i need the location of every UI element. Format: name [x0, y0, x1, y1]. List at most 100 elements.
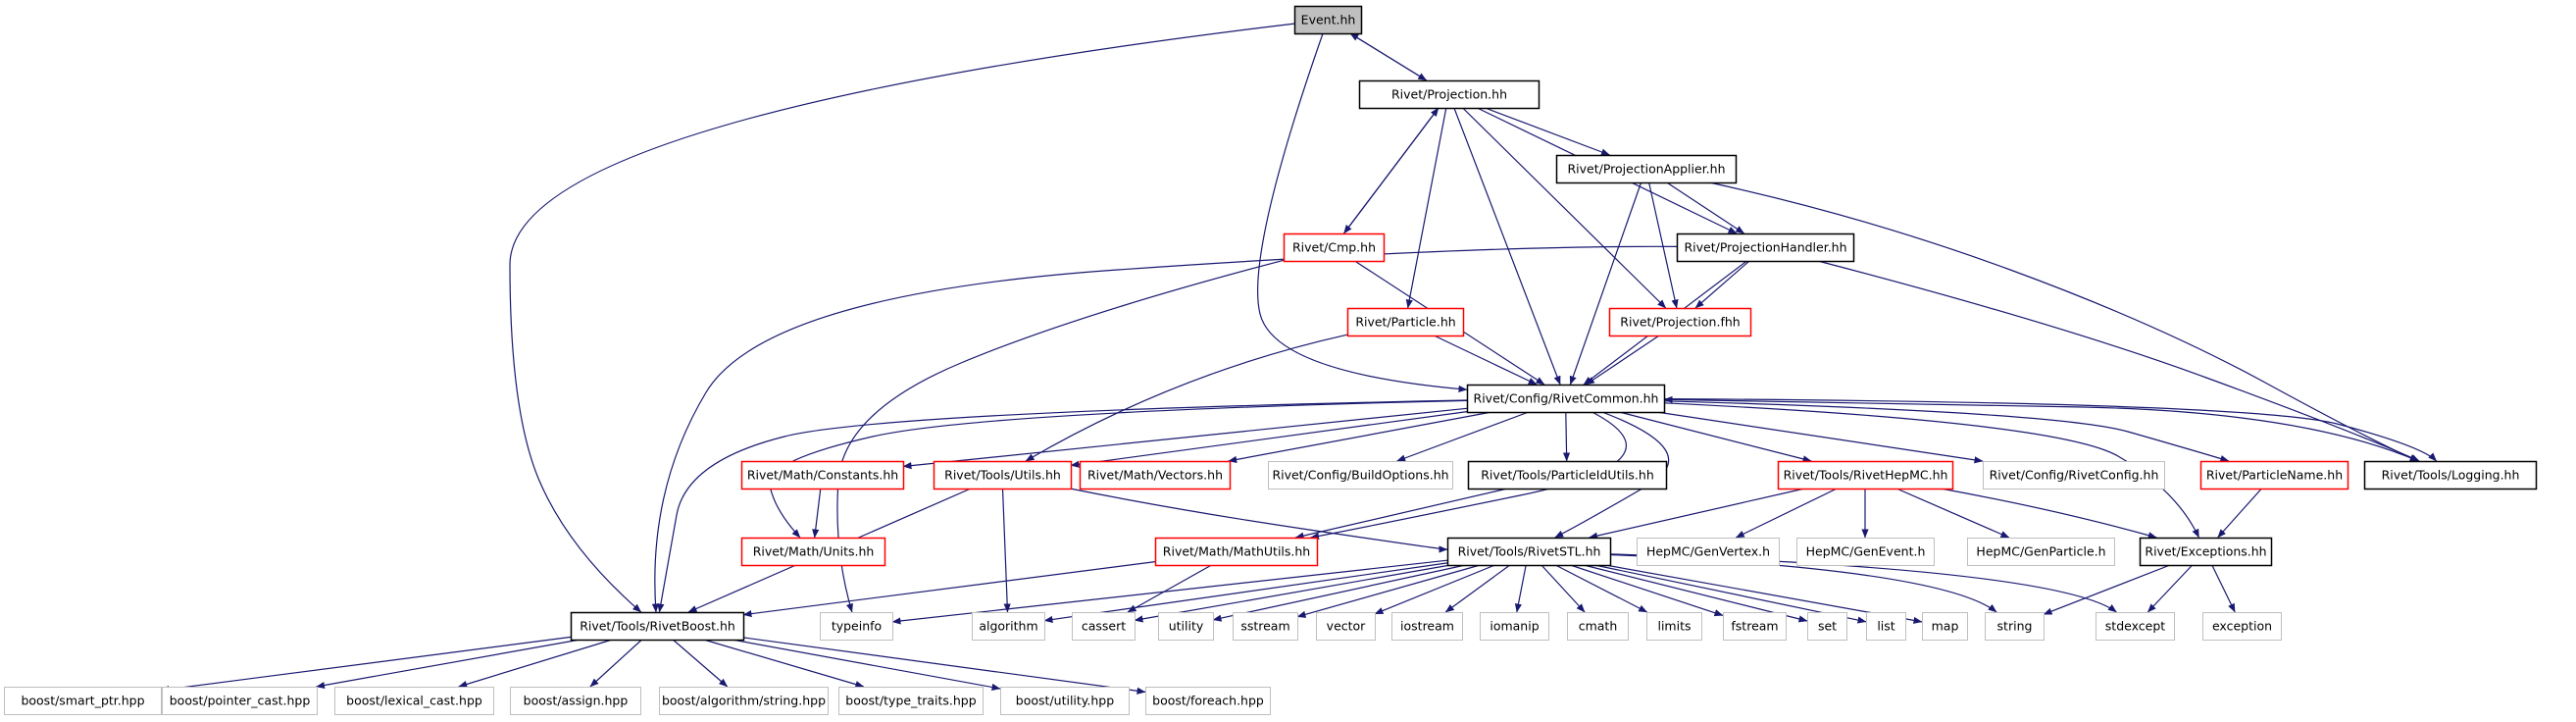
node-label-fstream: fstream [1731, 619, 1778, 634]
edge-event_hh-to-rivetcommon_hh [1257, 32, 1468, 393]
edge-rivetstl_hh-to-fstream [1570, 564, 1724, 617]
node-cmp_hh[interactable]: Rivet/Cmp.hh [1283, 232, 1386, 263]
node-iomanip[interactable]: iomanip [1480, 612, 1549, 641]
edge-mathutils_hh-to-rivetboost_hh [742, 561, 1156, 618]
node-assign[interactable]: boost/assign.hpp [510, 687, 641, 715]
node-particle_hh[interactable]: Rivet/Particle.hh [1346, 307, 1465, 337]
edge-rivetcommon_hh-to-buildoptions_hh [1396, 411, 1530, 462]
node-rivetcommon_hh[interactable]: Rivet/Config/RivetCommon.hh [1466, 384, 1666, 414]
node-utility[interactable]: utility [1158, 612, 1214, 641]
node-box-type_traits [838, 687, 984, 715]
node-cassert[interactable]: cassert [1072, 612, 1136, 641]
node-label-cassert: cassert [1082, 619, 1126, 634]
node-utils_hh[interactable]: Rivet/Tools/Utils.hh [933, 460, 1073, 490]
node-smart_ptr[interactable]: boost/smart_ptr.hpp [4, 687, 162, 715]
node-box-cassert [1072, 612, 1136, 641]
edge-projection_hh-to-projectionapplier_hh [1485, 107, 1610, 156]
node-pointer_cast[interactable]: boost/pointer_cast.hpp [162, 687, 318, 715]
edge-particle_hh-to-utils_hh [1025, 334, 1348, 462]
edge-rivetcommon_hh-to-rivethepmc_hh [1619, 411, 1812, 463]
node-particlename_hh[interactable]: Rivet/ParticleName.hh [2199, 460, 2349, 490]
node-stdexcept[interactable]: stdexcept [2096, 612, 2175, 641]
node-genparticle_h[interactable]: HepMC/GenParticle.h [1967, 538, 2115, 566]
node-rivetboost_hh[interactable]: Rivet/Tools/RivetBoost.hh [570, 611, 745, 642]
node-algo_string[interactable]: boost/algorithm/string.hpp [659, 687, 829, 715]
node-boost_utility[interactable]: boost/utility.hpp [1000, 687, 1130, 715]
node-particleidutils_hh[interactable]: Rivet/Tools/ParticleIdUtils.hh [1467, 460, 1668, 490]
edge-particle_hh-to-rivetcommon_hh [1434, 335, 1538, 386]
node-event_hh[interactable]: Event.hh [1293, 5, 1363, 35]
node-box-stdexcept [2096, 612, 2175, 641]
node-label-particlename_hh: Rivet/ParticleName.hh [2206, 468, 2343, 483]
node-buildoptions_hh[interactable]: Rivet/Config/BuildOptions.hh [1268, 461, 1453, 490]
node-label-exceptions_hh: Rivet/Exceptions.hh [2145, 544, 2266, 559]
node-typeinfo[interactable]: typeinfo [820, 612, 893, 641]
node-box-set [1807, 612, 1847, 641]
node-limits[interactable]: limits [1646, 612, 1702, 641]
node-box-vectors_hh [1079, 460, 1232, 490]
node-iostream[interactable]: iostream [1391, 612, 1463, 641]
node-constants_hh[interactable]: Rivet/Math/Constants.hh [740, 460, 905, 490]
node-box-exceptions_hh [2139, 537, 2273, 567]
node-genevent_h[interactable]: HepMC/GenEvent.h [1796, 538, 1935, 566]
node-genvertex_h[interactable]: HepMC/GenVertex.h [1637, 538, 1780, 566]
node-lexical_cast[interactable]: boost/lexical_cast.hpp [334, 687, 494, 715]
edge-logging_hh-to-rivetcommon_hh [1663, 395, 2419, 462]
node-label-projection_hh: Rivet/Projection.hh [1391, 87, 1507, 102]
node-label-vectors_hh: Rivet/Math/Vectors.hh [1087, 468, 1223, 483]
edge-exceptions_hh-to-stdexcept [2147, 564, 2194, 613]
node-exceptions_hh[interactable]: Rivet/Exceptions.hh [2139, 537, 2273, 567]
node-string[interactable]: string [1985, 612, 2045, 641]
edge-rivetboost_hh-to-foreach [742, 637, 1146, 695]
nodes-layer: Event.hhRivet/Projection.hhRivet/Project… [4, 5, 2538, 715]
node-rivetconfig_hh[interactable]: Rivet/Config/RivetConfig.hh [1983, 461, 2165, 490]
node-label-type_traits: boost/type_traits.hpp [845, 694, 976, 708]
node-fstream[interactable]: fstream [1723, 612, 1787, 641]
node-logging_hh[interactable]: Rivet/Tools/Logging.hh [2363, 460, 2538, 490]
node-label-projectionapplier_hh: Rivet/ProjectionApplier.hh [1567, 162, 1725, 177]
node-projectionhandler_hh[interactable]: Rivet/ProjectionHandler.hh [1676, 232, 1855, 263]
node-rivethepmc_hh[interactable]: Rivet/Tools/RivetHepMC.hh [1777, 460, 1954, 490]
node-mathutils_hh[interactable]: Rivet/Math/MathUtils.hh [1154, 537, 1319, 567]
edge-rivetstl_hh-to-vector [1374, 564, 1495, 615]
node-label-iostream: iostream [1400, 619, 1454, 634]
edge-projection_hh-to-event_hh [1349, 32, 1428, 81]
node-label-rivetconfig_hh: Rivet/Config/RivetConfig.hh [1990, 468, 2159, 483]
edge-utils_hh-to-rivetstl_hh [1070, 488, 1448, 553]
node-box-mathutils_hh [1154, 537, 1319, 567]
node-projection_hh[interactable]: Rivet/Projection.hh [1358, 79, 1541, 110]
node-box-genvertex_h [1637, 538, 1780, 566]
node-box-genparticle_h [1967, 538, 2115, 566]
node-projection_fhh[interactable]: Rivet/Projection.fhh [1608, 307, 1752, 337]
node-box-genevent_h [1796, 538, 1935, 566]
node-vectors_hh[interactable]: Rivet/Math/Vectors.hh [1079, 460, 1232, 490]
node-label-rivetboost_hh: Rivet/Tools/RivetBoost.hh [580, 619, 735, 634]
node-label-projection_fhh: Rivet/Projection.fhh [1620, 315, 1740, 330]
edge-rivetboost_hh-to-type_traits [703, 639, 865, 689]
node-label-set: set [1818, 619, 1837, 634]
node-algorithm[interactable]: algorithm [972, 612, 1045, 641]
node-rivetstl_hh[interactable]: Rivet/Tools/RivetSTL.hh [1446, 537, 1612, 567]
node-type_traits[interactable]: boost/type_traits.hpp [838, 687, 984, 715]
node-list[interactable]: list [1866, 612, 1906, 641]
node-set[interactable]: set [1807, 612, 1847, 641]
node-box-cmath [1567, 612, 1629, 641]
node-exception[interactable]: exception [2202, 612, 2282, 641]
node-label-genvertex_h: HepMC/GenVertex.h [1646, 544, 1770, 559]
edge-projectionhandler_hh-to-rivetboost_hh [651, 245, 1678, 613]
node-box-particlename_hh [2199, 460, 2349, 490]
node-projectionapplier_hh[interactable]: Rivet/ProjectionApplier.hh [1555, 154, 1738, 184]
node-vector[interactable]: vector [1316, 612, 1376, 641]
node-foreach[interactable]: boost/foreach.hpp [1145, 687, 1271, 715]
node-map[interactable]: map [1922, 612, 1968, 641]
edge-rivetstl_hh-to-algorithm [1043, 562, 1448, 624]
node-box-rivetcommon_hh [1466, 384, 1666, 414]
node-units_hh[interactable]: Rivet/Math/Units.hh [740, 537, 886, 567]
edge-exceptions_hh-to-exception [2211, 564, 2236, 613]
edges-layer [160, 23, 2438, 695]
node-cmath[interactable]: cmath [1567, 612, 1629, 641]
node-box-iostream [1391, 612, 1463, 641]
node-sstream[interactable]: sstream [1233, 612, 1298, 641]
node-box-event_hh [1293, 5, 1363, 35]
node-label-cmath: cmath [1579, 619, 1618, 634]
